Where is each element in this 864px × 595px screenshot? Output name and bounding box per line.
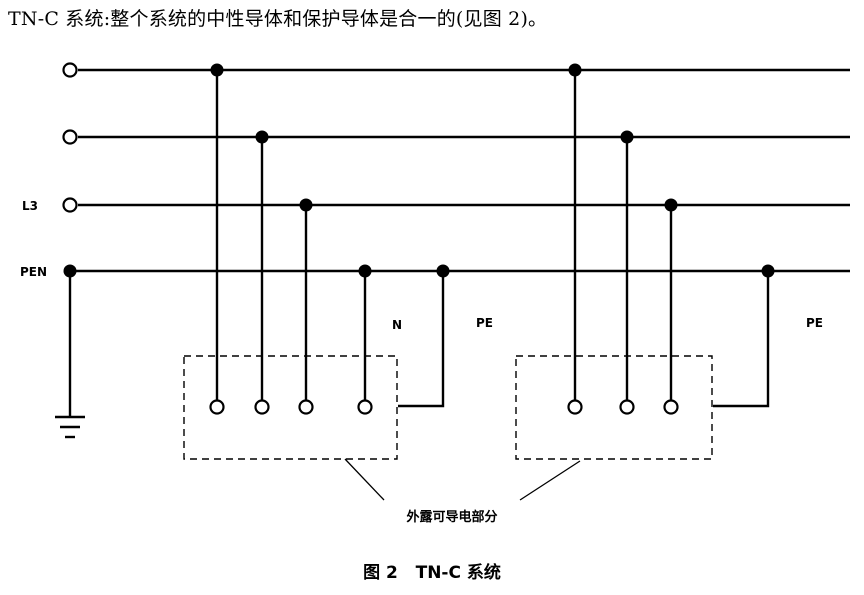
ground-icon bbox=[55, 415, 85, 439]
label-pe-right: PE bbox=[806, 316, 823, 330]
load-2 bbox=[515, 63, 775, 460]
label-n: N bbox=[392, 318, 402, 332]
leader-line-right bbox=[519, 460, 581, 501]
label-exposed-conductive-parts: 外露可导电部分 bbox=[405, 509, 497, 525]
source-terminal-l3 bbox=[62, 197, 78, 213]
source-terminal-1 bbox=[62, 62, 78, 78]
source-terminal-2 bbox=[62, 129, 78, 145]
label-pen: PEN bbox=[20, 265, 47, 279]
load-1 bbox=[183, 63, 450, 460]
label-l3: L3 bbox=[22, 199, 38, 213]
leader-line-left bbox=[344, 458, 385, 501]
label-pe-left: PE bbox=[476, 316, 493, 330]
heading-text: TN-C 系统:整个系统的中性导体和保护导体是合一的(见图 2)。 bbox=[8, 8, 548, 30]
figure-caption: 图 2 TN-C 系统 bbox=[363, 562, 501, 583]
